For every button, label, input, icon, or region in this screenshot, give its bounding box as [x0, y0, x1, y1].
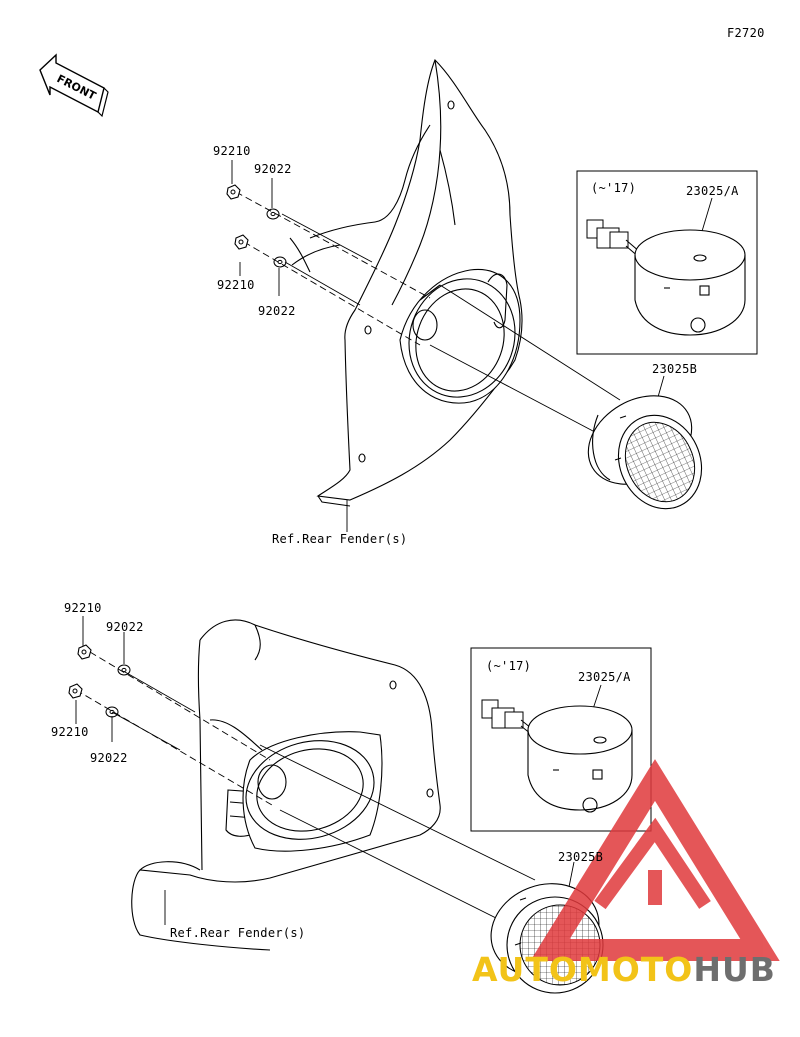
watermark-part2: HUB [693, 950, 776, 989]
top-nut-upper-label: 92210 [213, 144, 251, 158]
bottom-nut-upper-label: 92210 [64, 601, 102, 615]
top-inset-lamp-icon [634, 229, 746, 336]
top-nut-upper-icon [226, 184, 241, 200]
watermark-logo-icon [530, 759, 780, 961]
bottom-inset-part-label: 23025/A [578, 670, 631, 684]
top-nut-lower-icon [234, 234, 249, 250]
top-inset-box [576, 170, 758, 355]
top-connector-icon [586, 219, 641, 259]
bottom-nut-lower-icon [68, 683, 83, 699]
top-leader-lines [231, 160, 713, 532]
top-inset-years: (~'17) [591, 181, 637, 195]
top-washer-upper-icon [266, 208, 280, 220]
figure-code: F2720 [727, 26, 765, 40]
bottom-inset-years: (~'17) [486, 659, 532, 673]
bottom-nut-lower-label: 92210 [51, 725, 89, 739]
bottom-inset-box [470, 647, 652, 832]
front-arrow-icon [39, 53, 109, 118]
watermark-part1: AUTOMOTO [472, 950, 694, 989]
top-washer-lower-icon [273, 256, 287, 268]
bottom-leader-lines [75, 616, 602, 926]
top-lamp-housing [399, 268, 521, 404]
top-washer-upper-label: 92022 [254, 162, 292, 176]
bottom-connector-icon [481, 699, 537, 739]
top-lamp-lens-icon [587, 395, 703, 510]
bottom-washer-upper-icon [117, 664, 131, 676]
bottom-nut-upper-icon [77, 644, 92, 660]
bottom-inset-lamp-icon [527, 705, 633, 813]
bottom-ref-label: Ref.Rear Fender(s) [170, 926, 306, 940]
top-ref-label: Ref.Rear Fender(s) [272, 532, 408, 546]
top-washer-lower-label: 92022 [258, 304, 296, 318]
bottom-washer-upper-label: 92022 [106, 620, 144, 634]
watermark-text: AUTOMOTOHUB [472, 952, 776, 988]
bottom-washer-lower-label: 92022 [90, 751, 128, 765]
top-nut-lower-label: 92210 [217, 278, 255, 292]
top-inset-part-label: 23025/A [686, 184, 739, 198]
top-lamp-part-label: 23025B [652, 362, 698, 376]
bottom-washer-lower-icon [105, 706, 119, 718]
bottom-lamp-housing [242, 731, 383, 852]
bottom-lamp-part-label: 23025B [558, 850, 604, 864]
